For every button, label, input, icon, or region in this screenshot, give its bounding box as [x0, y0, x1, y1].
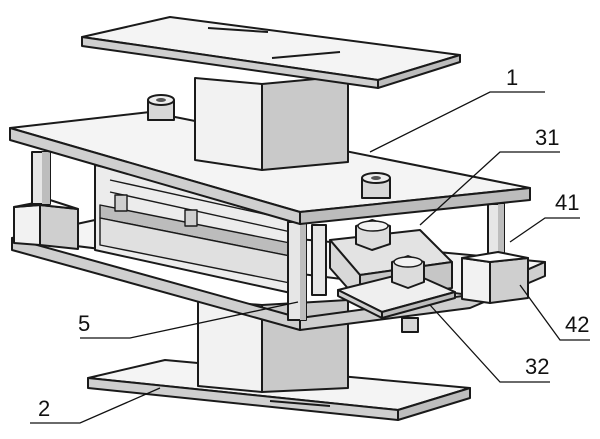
leader-lines [30, 91, 590, 424]
leader-2 [30, 387, 161, 424]
left-post-front [31, 151, 51, 205]
leader-32 [429, 304, 550, 383]
label-31: 31 [535, 125, 559, 150]
leader-5 [80, 301, 299, 339]
leader-1 [369, 91, 545, 153]
right-post-5 [287, 221, 307, 321]
bolt-below [401, 317, 419, 333]
right-spring-block [461, 251, 529, 304]
right-post-mid [311, 224, 327, 296]
left-spring-block-front [13, 199, 79, 250]
leader-42 [519, 284, 590, 341]
label-32: 32 [525, 354, 549, 379]
slide-block-32 [337, 271, 456, 319]
upper-block [194, 75, 349, 171]
label-1: 1 [506, 65, 518, 90]
bushing-left [147, 94, 175, 121]
hex-nut-lower [391, 255, 425, 289]
label-5: 5 [78, 311, 90, 336]
leader-41 [509, 217, 580, 243]
label-2: 2 [38, 396, 50, 421]
top-plate [81, 16, 461, 89]
leader-31 [419, 151, 560, 226]
bushing-right [361, 172, 391, 199]
hex-nut-upper [355, 219, 391, 251]
label-41: 41 [555, 190, 579, 215]
label-42: 42 [565, 312, 589, 337]
